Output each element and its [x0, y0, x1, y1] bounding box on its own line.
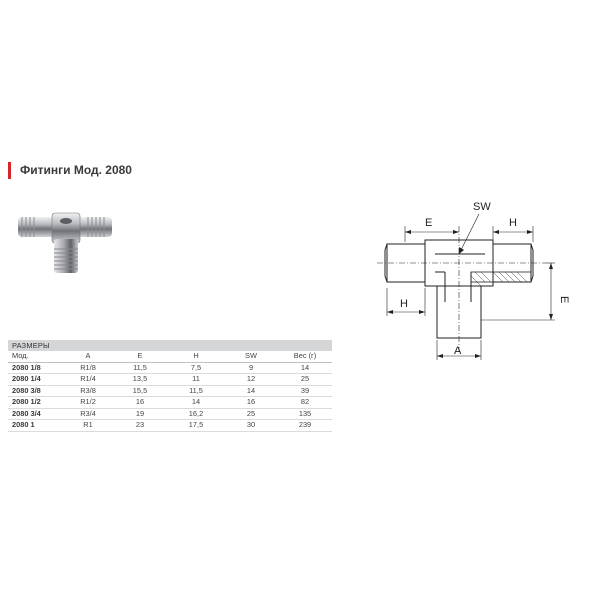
cell-h: 7,5	[190, 362, 202, 372]
col-header-a: A	[85, 351, 91, 360]
product-photo	[18, 212, 112, 273]
cell-weight: 14	[300, 362, 310, 372]
table-header-row: Мод. A E H SW Вес (г)	[8, 351, 332, 363]
col-header-model: Мод.	[12, 351, 29, 360]
cell-model: 2080 3/4	[12, 408, 41, 418]
cell-weight: 135	[298, 408, 312, 418]
cell-a: R3/4	[80, 408, 96, 418]
cell-a: R1	[83, 420, 93, 429]
cell-a: R3/8	[80, 385, 96, 395]
cell-e: 13,5	[132, 374, 148, 383]
cell-a: R1/4	[80, 374, 96, 383]
cell-h: 16,2	[188, 408, 204, 418]
label-sw: SW	[473, 201, 491, 213]
cell-weight: 82	[300, 397, 310, 406]
cell-sw: 14	[246, 385, 256, 395]
label-a-bottom: A	[454, 345, 462, 357]
cell-a: R1/2	[80, 397, 96, 406]
table-row: 2080 3/8 R3/8 15,5 11,5 14 39	[8, 385, 332, 397]
cell-sw: 9	[248, 362, 254, 372]
col-header-e: E	[137, 351, 143, 360]
page-title: Фитинги Мод. 2080	[20, 163, 132, 177]
cell-h: 17,5	[188, 420, 204, 429]
cell-model: 2080 1/4	[12, 374, 41, 383]
technical-drawing: SW E H H E A	[377, 201, 570, 360]
title-accent-bar	[8, 162, 11, 179]
col-header-sw: SW	[245, 351, 257, 360]
table-row: 2080 3/4 R3/4 19 16,2 25 135	[8, 408, 332, 420]
label-e-top: E	[425, 217, 432, 229]
dimensions-table: РАЗМЕРЫ Мод. A E H SW Вес (г) 2080 1/8 R…	[8, 340, 332, 432]
cell-sw: 30	[246, 420, 256, 429]
label-e-right: E	[558, 296, 570, 303]
cell-weight: 239	[298, 420, 312, 429]
col-header-h: H	[193, 351, 199, 360]
cell-h: 11	[192, 374, 200, 383]
cell-weight: 25	[300, 374, 310, 383]
cell-sw: 12	[246, 374, 256, 383]
cell-e: 11,5	[133, 362, 147, 372]
cell-e: 16	[135, 397, 145, 406]
cell-model: 2080 1/2	[12, 397, 41, 406]
cell-h: 14	[191, 397, 201, 406]
table-row: 2080 1 R1 23 17,5 30 239	[8, 420, 332, 432]
cell-model: 2080 3/8	[12, 385, 41, 395]
label-h-left: H	[400, 298, 408, 310]
table-row: 2080 1/4 R1/4 13,5 11 12 25	[8, 374, 332, 386]
cell-model: 2080 1	[12, 420, 35, 429]
col-header-weight: Вес (г)	[293, 351, 317, 360]
label-h-top: H	[509, 217, 517, 229]
cell-model: 2080 1/8	[12, 362, 41, 372]
table-row: 2080 1/8 R1/8 11,5 7,5 9 14	[8, 362, 332, 374]
cell-e: 23	[135, 420, 145, 429]
cell-h: 11,5	[189, 385, 203, 395]
cell-e: 15,5	[132, 385, 148, 395]
table-section-title: РАЗМЕРЫ	[8, 340, 332, 351]
table-row: 2080 1/2 R1/2 16 14 16 82	[8, 397, 332, 409]
cell-a: R1/8	[80, 362, 96, 372]
cell-sw: 25	[246, 408, 256, 418]
cell-e: 19	[135, 408, 145, 418]
cell-sw: 16	[246, 397, 256, 406]
cell-weight: 39	[300, 385, 310, 395]
